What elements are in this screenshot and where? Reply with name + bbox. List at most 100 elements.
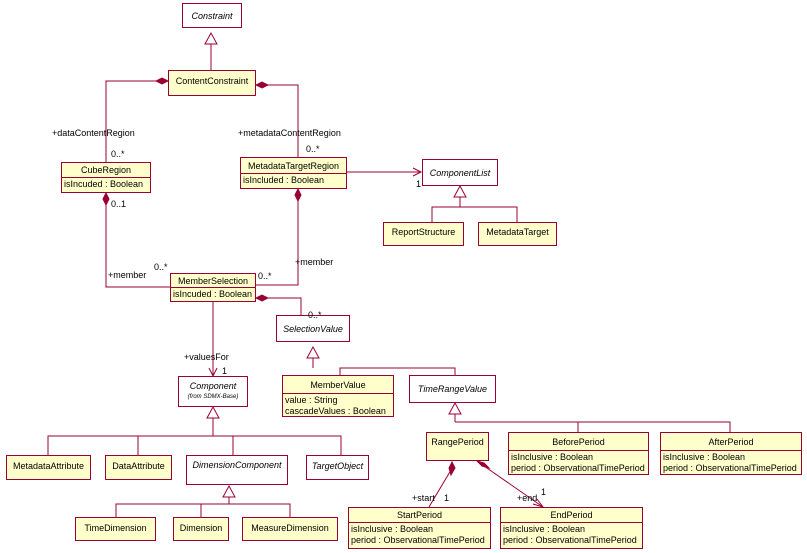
class-target-object[interactable]: TargetObject bbox=[306, 455, 369, 480]
class-name: MetadataTargetRegion bbox=[247, 160, 340, 171]
class-name: EndPeriod bbox=[550, 510, 593, 520]
class-attributes: value : String cascadeValues : Boolean bbox=[283, 393, 393, 417]
class-name: CubeRegion bbox=[80, 165, 132, 175]
class-range-period[interactable]: RangePeriod bbox=[426, 432, 489, 461]
class-name: DimensionComponent bbox=[192, 460, 282, 470]
multiplicity-label: 0..1 bbox=[111, 199, 127, 209]
role-label: +start bbox=[412, 493, 435, 503]
assoc-data-content-region bbox=[105, 80, 158, 162]
class-attributes: isIncuded : Boolean bbox=[171, 287, 255, 300]
multiplicity-label: 0..* bbox=[111, 149, 125, 159]
role-label: +dataContentRegion bbox=[52, 128, 135, 138]
class-time-dimension[interactable]: TimeDimension bbox=[75, 517, 156, 541]
diamond-cube bbox=[102, 191, 110, 207]
class-before-period[interactable]: BeforePeriod isInclusive : Boolean perio… bbox=[508, 432, 649, 475]
class-metadata-attribute[interactable]: MetadataAttribute bbox=[6, 455, 91, 480]
assoc-metadata-member bbox=[252, 201, 299, 286]
class-selection-value[interactable]: SelectionValue bbox=[276, 315, 350, 342]
class-name: Constraint bbox=[191, 10, 233, 21]
class-name: TimeRangeValue bbox=[417, 384, 488, 394]
class-member-value[interactable]: MemberValue value : String cascadeValues… bbox=[282, 375, 394, 417]
class-name: ReportStructure bbox=[391, 227, 456, 237]
class-data-attribute[interactable]: DataAttribute bbox=[105, 455, 172, 480]
role-label: +end bbox=[517, 493, 538, 503]
attribute: isInclusive : Boolean bbox=[511, 452, 594, 462]
attribute: cascadeValues : Boolean bbox=[285, 406, 386, 416]
assoc-cube-member bbox=[105, 203, 170, 288]
attribute: period : ObservationalTimePeriod bbox=[511, 463, 645, 473]
class-name: Dimension bbox=[179, 523, 223, 533]
diamond-member-selection bbox=[254, 294, 270, 302]
class-name: StartPeriod bbox=[396, 510, 443, 520]
class-name: DataAttribute bbox=[112, 461, 165, 471]
attribute: isIncuded : Boolean bbox=[64, 179, 144, 189]
class-attributes: isIncuded : Boolean bbox=[62, 177, 150, 190]
class-name: MetadataTarget bbox=[486, 227, 549, 237]
diamond-content-left bbox=[154, 77, 170, 85]
assoc-selection-value bbox=[268, 297, 302, 315]
class-name: MetadataAttribute bbox=[12, 461, 85, 471]
class-name: BeforePeriod bbox=[552, 436, 605, 447]
attribute: isIncuded : Boolean bbox=[173, 289, 253, 299]
class-name: ContentConstraint bbox=[175, 76, 249, 86]
class-start-period[interactable]: StartPeriod isInclusive : Boolean period… bbox=[348, 507, 491, 549]
class-name: RangePeriod bbox=[431, 437, 484, 447]
class-component[interactable]: Component (from SDMX-Base) bbox=[178, 376, 248, 407]
multiplicity-label: 0..* bbox=[306, 144, 320, 154]
class-component-list[interactable]: ComponentList bbox=[422, 159, 498, 186]
multiplicity-label: 1 bbox=[541, 487, 547, 497]
class-attributes: isInclusive : Boolean period : Observati… bbox=[509, 450, 648, 474]
class-cube-region[interactable]: CubeRegion isIncuded : Boolean bbox=[61, 162, 151, 193]
diamond-content-right bbox=[254, 81, 270, 89]
class-attributes: isInclusive : Boolean period : Observati… bbox=[501, 522, 642, 546]
class-name: AfterPeriod bbox=[708, 436, 754, 447]
multiplicity-label: 0..* bbox=[154, 262, 168, 272]
multiplicity-label: 0..* bbox=[258, 271, 272, 281]
diamond-range-start bbox=[448, 460, 456, 477]
role-label: +member bbox=[295, 257, 334, 267]
attribute: isIncluded : Boolean bbox=[243, 175, 325, 185]
class-measure-dimension[interactable]: MeasureDimension bbox=[242, 517, 338, 541]
assoc-end bbox=[483, 465, 544, 508]
assoc-metadata-content-region bbox=[266, 84, 299, 157]
class-attributes: isInclusive : Boolean period : Observati… bbox=[661, 450, 801, 474]
class-attributes: isIncluded : Boolean bbox=[241, 173, 346, 186]
class-member-selection[interactable]: MemberSelection isIncuded : Boolean bbox=[170, 273, 256, 302]
attribute: isInclusive : Boolean bbox=[503, 524, 586, 534]
class-name: Component bbox=[189, 381, 237, 391]
class-name: TargetObject bbox=[311, 461, 364, 471]
attribute: period : ObservationalTimePeriod bbox=[663, 463, 797, 473]
attribute: isInclusive : Boolean bbox=[351, 524, 434, 534]
class-attributes: isInclusive : Boolean period : Observati… bbox=[349, 522, 490, 546]
class-name: MemberSelection bbox=[177, 275, 249, 286]
class-metadata-target-region[interactable]: MetadataTargetRegion isIncluded : Boolea… bbox=[240, 157, 347, 189]
class-metadata-target[interactable]: MetadataTarget bbox=[478, 222, 557, 246]
class-name: TimeDimension bbox=[84, 523, 147, 533]
multiplicity-label: 1 bbox=[222, 366, 228, 376]
multiplicity-label: 1 bbox=[444, 493, 450, 503]
assoc-start bbox=[428, 469, 452, 508]
class-end-period[interactable]: EndPeriod isInclusive : Boolean period :… bbox=[500, 507, 643, 549]
diamond-range-end bbox=[475, 459, 491, 470]
class-name: MemberValue bbox=[310, 379, 366, 390]
class-after-period[interactable]: AfterPeriod isInclusive : Boolean period… bbox=[660, 432, 802, 475]
attribute: period : ObservationalTimePeriod bbox=[503, 535, 637, 545]
attribute: period : ObservationalTimePeriod bbox=[351, 535, 485, 545]
class-name: SelectionValue bbox=[283, 323, 343, 334]
multiplicity-label: 0..* bbox=[308, 310, 322, 320]
attribute: isInclusive : Boolean bbox=[663, 452, 746, 462]
class-constraint[interactable]: Constraint bbox=[182, 3, 242, 28]
class-dimension-component[interactable]: DimensionComponent bbox=[186, 455, 288, 485]
class-content-constraint[interactable]: ContentConstraint bbox=[168, 70, 256, 96]
class-dimension[interactable]: Dimension bbox=[173, 517, 229, 541]
multiplicity-label: 1 bbox=[416, 179, 422, 189]
role-label: +valuesFor bbox=[184, 352, 229, 362]
class-report-structure[interactable]: ReportStructure bbox=[383, 222, 464, 246]
class-time-range-value[interactable]: TimeRangeValue bbox=[409, 375, 496, 403]
class-name: MeasureDimension bbox=[251, 523, 329, 533]
class-note: (from SDMX-Base) bbox=[187, 394, 239, 400]
attribute: value : String bbox=[285, 395, 338, 405]
diamond-mtr bbox=[294, 187, 302, 203]
role-label: +metadataContentRegion bbox=[238, 128, 341, 138]
